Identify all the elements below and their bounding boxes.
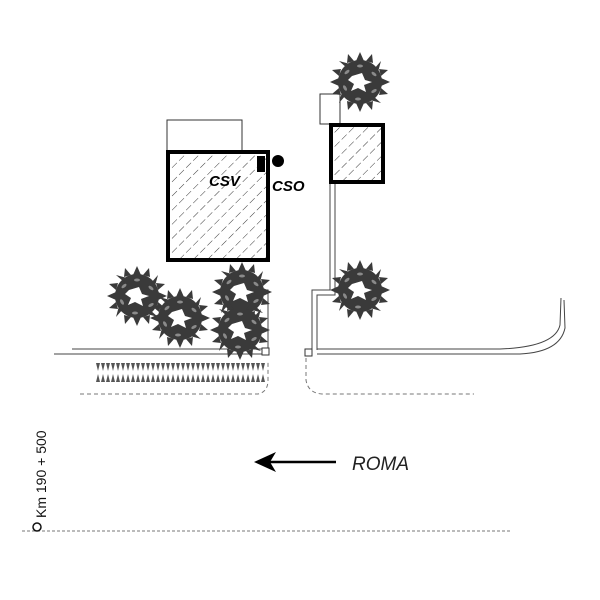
hedge-mark	[201, 374, 205, 382]
hedge-mark	[136, 374, 140, 382]
hedge-mark	[101, 374, 105, 382]
hedge-mark	[231, 363, 235, 371]
hedge-mark	[171, 374, 175, 382]
csv-annex	[166, 119, 243, 153]
hedge-mark	[166, 363, 170, 371]
corner-post-right	[304, 348, 313, 357]
corner-post-left	[261, 347, 270, 356]
hedge-mark	[181, 374, 185, 382]
hedge-mark	[106, 374, 110, 382]
hedge-mark	[211, 363, 215, 371]
hedge-mark	[236, 374, 240, 382]
hedge-mark	[111, 363, 115, 371]
tree-icon	[210, 300, 270, 360]
hedge-mark	[261, 363, 265, 371]
road-edge-right	[317, 297, 562, 350]
hedge-mark	[246, 363, 250, 371]
hedge-mark	[126, 363, 130, 371]
hedge-mark	[211, 374, 215, 382]
hedge-mark	[146, 374, 150, 382]
secondary-building	[329, 123, 385, 184]
arrow-left-icon	[254, 452, 276, 472]
hedge-mark	[121, 374, 125, 382]
hedge-mark	[201, 363, 205, 371]
hedge-mark	[186, 374, 190, 382]
equipment-block	[257, 156, 265, 172]
cso-marker	[272, 155, 284, 167]
hedge-mark	[236, 363, 240, 371]
hedge-mark	[241, 374, 245, 382]
road-edge-right-inner	[317, 299, 566, 355]
hedge-mark	[256, 374, 260, 382]
hedge-mark	[196, 374, 200, 382]
hedge-mark	[226, 363, 230, 371]
direction-label: ROMA	[352, 454, 409, 475]
hedge-mark	[156, 374, 160, 382]
hedge-mark	[216, 374, 220, 382]
hedge-mark	[111, 374, 115, 382]
hedge-mark	[241, 363, 245, 371]
hedge-mark	[116, 363, 120, 371]
csv-building	[166, 150, 270, 262]
hedge-mark	[256, 363, 260, 371]
hedge-mark	[246, 374, 250, 382]
hedge-mark	[176, 374, 180, 382]
hedge-mark	[121, 363, 125, 371]
hedge-mark	[251, 374, 255, 382]
dashed-boundary-left	[80, 360, 269, 395]
access-road-inner	[316, 184, 336, 350]
tree-icon	[330, 260, 390, 320]
secondary-annex	[319, 93, 341, 125]
hedge-mark	[226, 374, 230, 382]
hedge	[96, 363, 265, 382]
hedge-mark	[96, 363, 100, 371]
hedge-mark	[126, 374, 130, 382]
hedge-mark	[231, 374, 235, 382]
hedge-mark	[136, 363, 140, 371]
tree-icon	[150, 288, 210, 348]
tree-icon	[330, 52, 390, 112]
access-road	[311, 184, 331, 350]
hedge-mark	[191, 374, 195, 382]
hedge-mark	[196, 363, 200, 371]
hedge-mark	[171, 363, 175, 371]
hedge-mark	[131, 363, 135, 371]
hedge-mark	[161, 363, 165, 371]
hedge-mark	[146, 363, 150, 371]
hedge-mark	[221, 363, 225, 371]
hedge-mark	[176, 363, 180, 371]
hedge-mark	[261, 374, 265, 382]
chainage-marker	[32, 522, 42, 532]
hedge-mark	[161, 374, 165, 382]
hedge-mark	[116, 374, 120, 382]
hedge-mark	[151, 374, 155, 382]
hedge-mark	[141, 374, 145, 382]
hedge-mark	[221, 374, 225, 382]
hedge-mark	[101, 363, 105, 371]
hedge-mark	[96, 374, 100, 382]
hedge-mark	[181, 363, 185, 371]
hedge-mark	[191, 363, 195, 371]
hedge-mark	[206, 374, 210, 382]
hedge-mark	[186, 363, 190, 371]
hedge-mark	[166, 374, 170, 382]
hedge-mark	[141, 363, 145, 371]
chainage-label: Km 190 + 500	[33, 430, 49, 518]
hedge-mark	[251, 363, 255, 371]
csv-label: CSV	[209, 173, 242, 190]
cso-label: CSO	[272, 178, 305, 195]
hedge-mark	[106, 363, 110, 371]
dashed-boundary-right	[305, 358, 474, 395]
hedge-mark	[156, 363, 160, 371]
hedge-mark	[216, 363, 220, 371]
hedge-mark	[206, 363, 210, 371]
hedge-mark	[151, 363, 155, 371]
hedge-mark	[131, 374, 135, 382]
